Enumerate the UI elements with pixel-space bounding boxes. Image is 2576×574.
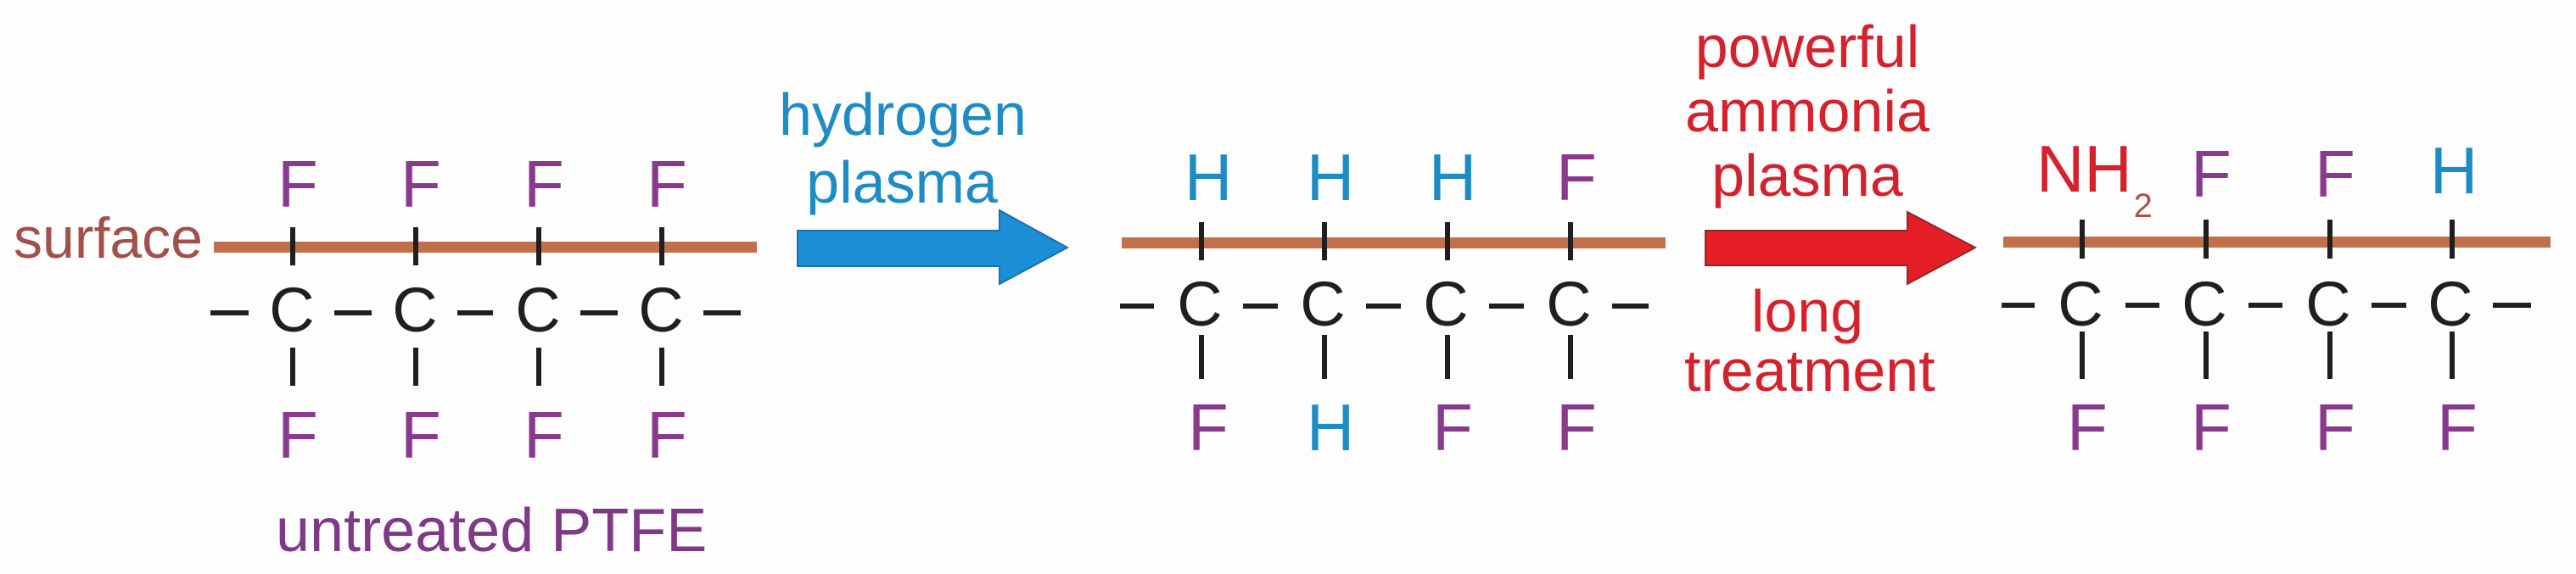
atom-top-4: F	[647, 147, 687, 221]
atom-top-3: F	[2315, 137, 2355, 211]
atom-bottom-4: F	[647, 398, 687, 472]
atom-top-1: H	[1184, 140, 1233, 215]
atom-bottom-3: F	[1432, 390, 1473, 465]
atom-top-1: F	[277, 147, 318, 221]
atom-top-2: H	[1306, 140, 1355, 215]
atom-top-2: F	[2191, 137, 2232, 211]
atom-bottom-4: F	[1556, 390, 1597, 465]
surface-line-hydrogen-treated	[1122, 237, 1666, 248]
ammonia-plasma-label-below-line-2: treatment	[1684, 337, 1935, 404]
hydrogen-plasma-arrow-icon	[797, 209, 1070, 286]
carbon-4: C	[638, 275, 684, 345]
surface-line-untreated	[214, 242, 757, 253]
atom-bottom-3: F	[2315, 390, 2355, 465]
carbon-2: C	[2181, 269, 2227, 339]
bonds-hydrogen-treated	[1120, 222, 1649, 379]
atom-bottom-1: F	[2067, 390, 2108, 465]
atom-top-1-amine: NH2	[2036, 136, 2153, 223]
carbon-2: C	[1300, 269, 1346, 339]
carbon-3: C	[515, 275, 561, 345]
ammonia-plasma-label-line-3: plasma	[1711, 142, 1903, 209]
ammonia-plasma-label-below-line-1: long	[1750, 278, 1864, 344]
atom-top-3: H	[1428, 140, 1477, 215]
bonds-ammonia-treated	[2002, 220, 2531, 379]
atom-top-3: F	[524, 147, 564, 221]
atom-top-4: F	[1556, 140, 1597, 215]
carbon-4: C	[2428, 269, 2473, 339]
bonds-untreated	[210, 227, 741, 386]
atom-top-4: H	[2429, 133, 2478, 208]
surface-label: surface	[14, 206, 203, 270]
atom-bottom-1: F	[1188, 390, 1229, 465]
ammonia-plasma-arrow-icon	[1705, 210, 1978, 286]
amine-symbol: NH	[2036, 131, 2132, 206]
hydrogen-plasma-label-line-2: plasma	[806, 149, 998, 215]
atom-bottom-2: H	[1306, 390, 1355, 465]
atom-bottom-4: F	[2437, 390, 2478, 465]
carbon-3: C	[2305, 269, 2351, 339]
hydrogen-plasma-label-line-1: hydrogen	[779, 81, 1027, 148]
carbon-4: C	[1546, 269, 1592, 339]
atom-bottom-2: F	[2191, 390, 2232, 465]
carbon-1: C	[269, 275, 315, 345]
carbon-2: C	[392, 275, 438, 345]
caption-untreated-ptfe: untreated PTFE	[276, 497, 708, 565]
amine-subscript: 2	[2133, 187, 2153, 225]
atom-bottom-2: F	[400, 398, 441, 472]
ammonia-plasma-label-line-1: powerful	[1694, 14, 1920, 80]
carbon-3: C	[1423, 269, 1469, 339]
ammonia-plasma-label-line-2: ammonia	[1685, 78, 1929, 144]
atom-bottom-3: F	[524, 398, 564, 472]
atom-bottom-1: F	[277, 398, 318, 472]
atom-top-2: F	[400, 147, 441, 221]
carbon-1: C	[2058, 269, 2103, 339]
carbon-1: C	[1177, 269, 1223, 339]
surface-line-ammonia-treated	[2003, 237, 2551, 248]
